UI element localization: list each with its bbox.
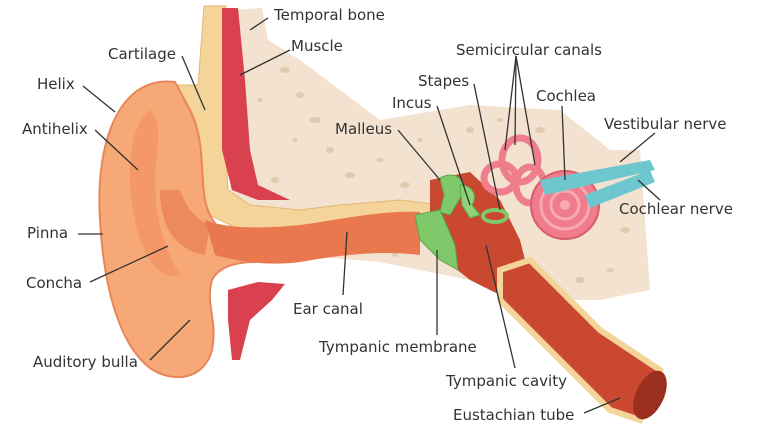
concha-bowl	[160, 190, 210, 255]
label-ear-canal: Ear canal	[293, 300, 363, 318]
muscle	[222, 8, 290, 200]
label-cochlea: Cochlea	[536, 87, 596, 105]
label-semicircular-canals: Semicircular canals	[456, 41, 602, 59]
label-stapes: Stapes	[418, 72, 470, 90]
label-cartilage: Cartilage	[108, 45, 176, 63]
label-helix: Helix	[37, 75, 75, 93]
eustachian-tube-shape	[497, 256, 664, 424]
stapes-shape	[481, 208, 509, 224]
label-pinna: Pinna	[27, 224, 69, 242]
cochlear-nerve-shape	[585, 170, 655, 208]
label-vestibular-nerve: Vestibular nerve	[604, 115, 727, 133]
label-tympanic-membrane: Tympanic membrane	[319, 338, 477, 356]
antihelix-ridge	[129, 110, 180, 277]
label-auditory-bulla: Auditory bulla	[33, 353, 138, 371]
label-malleus: Malleus	[335, 120, 393, 138]
muscle-lower	[228, 282, 285, 360]
label-eustachian-tube: Eustachian tube	[453, 406, 575, 424]
incus-shape	[459, 184, 481, 219]
label-tympanic-cavity: Tympanic cavity	[446, 372, 567, 390]
leader-lines	[78, 17, 661, 414]
label-antihelix: Antihelix	[22, 120, 88, 138]
bone-pores	[257, 67, 630, 283]
label-concha: Concha	[26, 274, 83, 292]
label-temporal-bone: Temporal bone	[274, 6, 385, 24]
semicircular-canals-shape	[480, 134, 548, 207]
ear-canal-shape	[205, 211, 420, 264]
label-muscle: Muscle	[291, 37, 343, 55]
label-cochlear-nerve: Cochlear nerve	[619, 200, 733, 218]
label-incus: Incus	[392, 94, 432, 112]
vestibular-nerve-shape	[540, 160, 655, 195]
eustachian-tube-opening	[633, 370, 667, 420]
